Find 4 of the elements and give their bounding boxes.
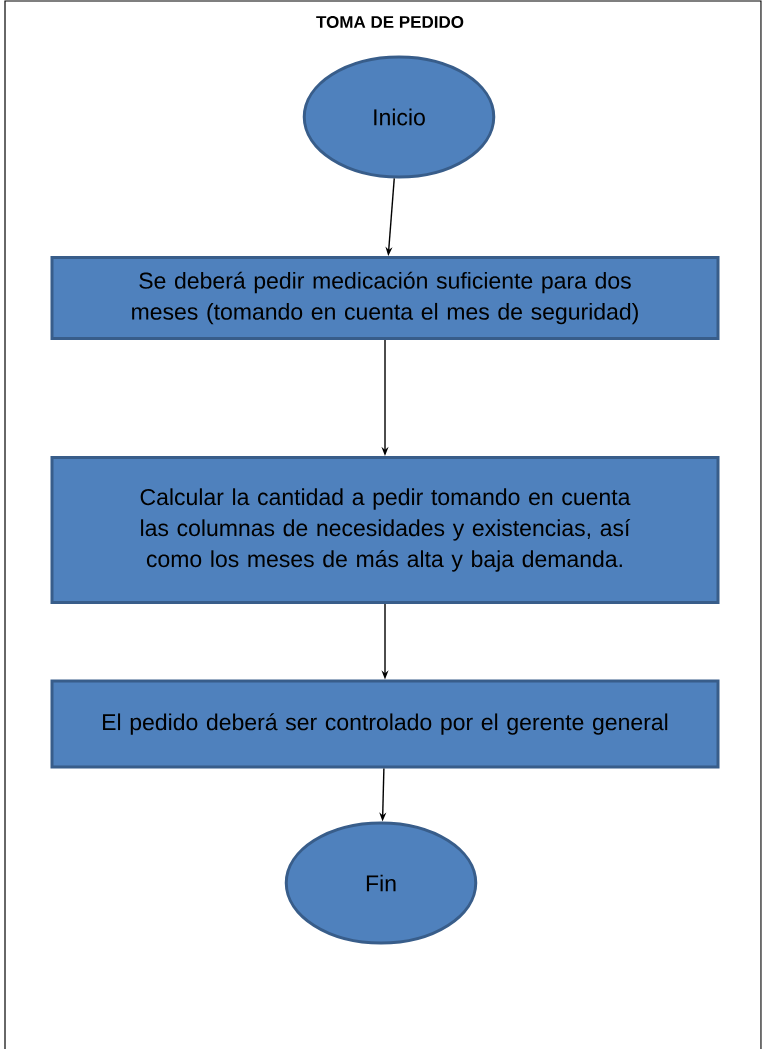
title: TOMA DE PEDIDO [316,16,464,28]
process-box: Calcular la cantidad a pedir tomando en cuenta las columnas de necesidades y existencias, así como los meses de más alta y baja demanda. [50,456,720,604]
process-box: Se deberá pedir medicación suficiente para dos meses (tomando en cuenta el mes de seguridad) [50,256,720,340]
process-box: El pedido deberá ser controlado por el gerente general [50,679,720,769]
